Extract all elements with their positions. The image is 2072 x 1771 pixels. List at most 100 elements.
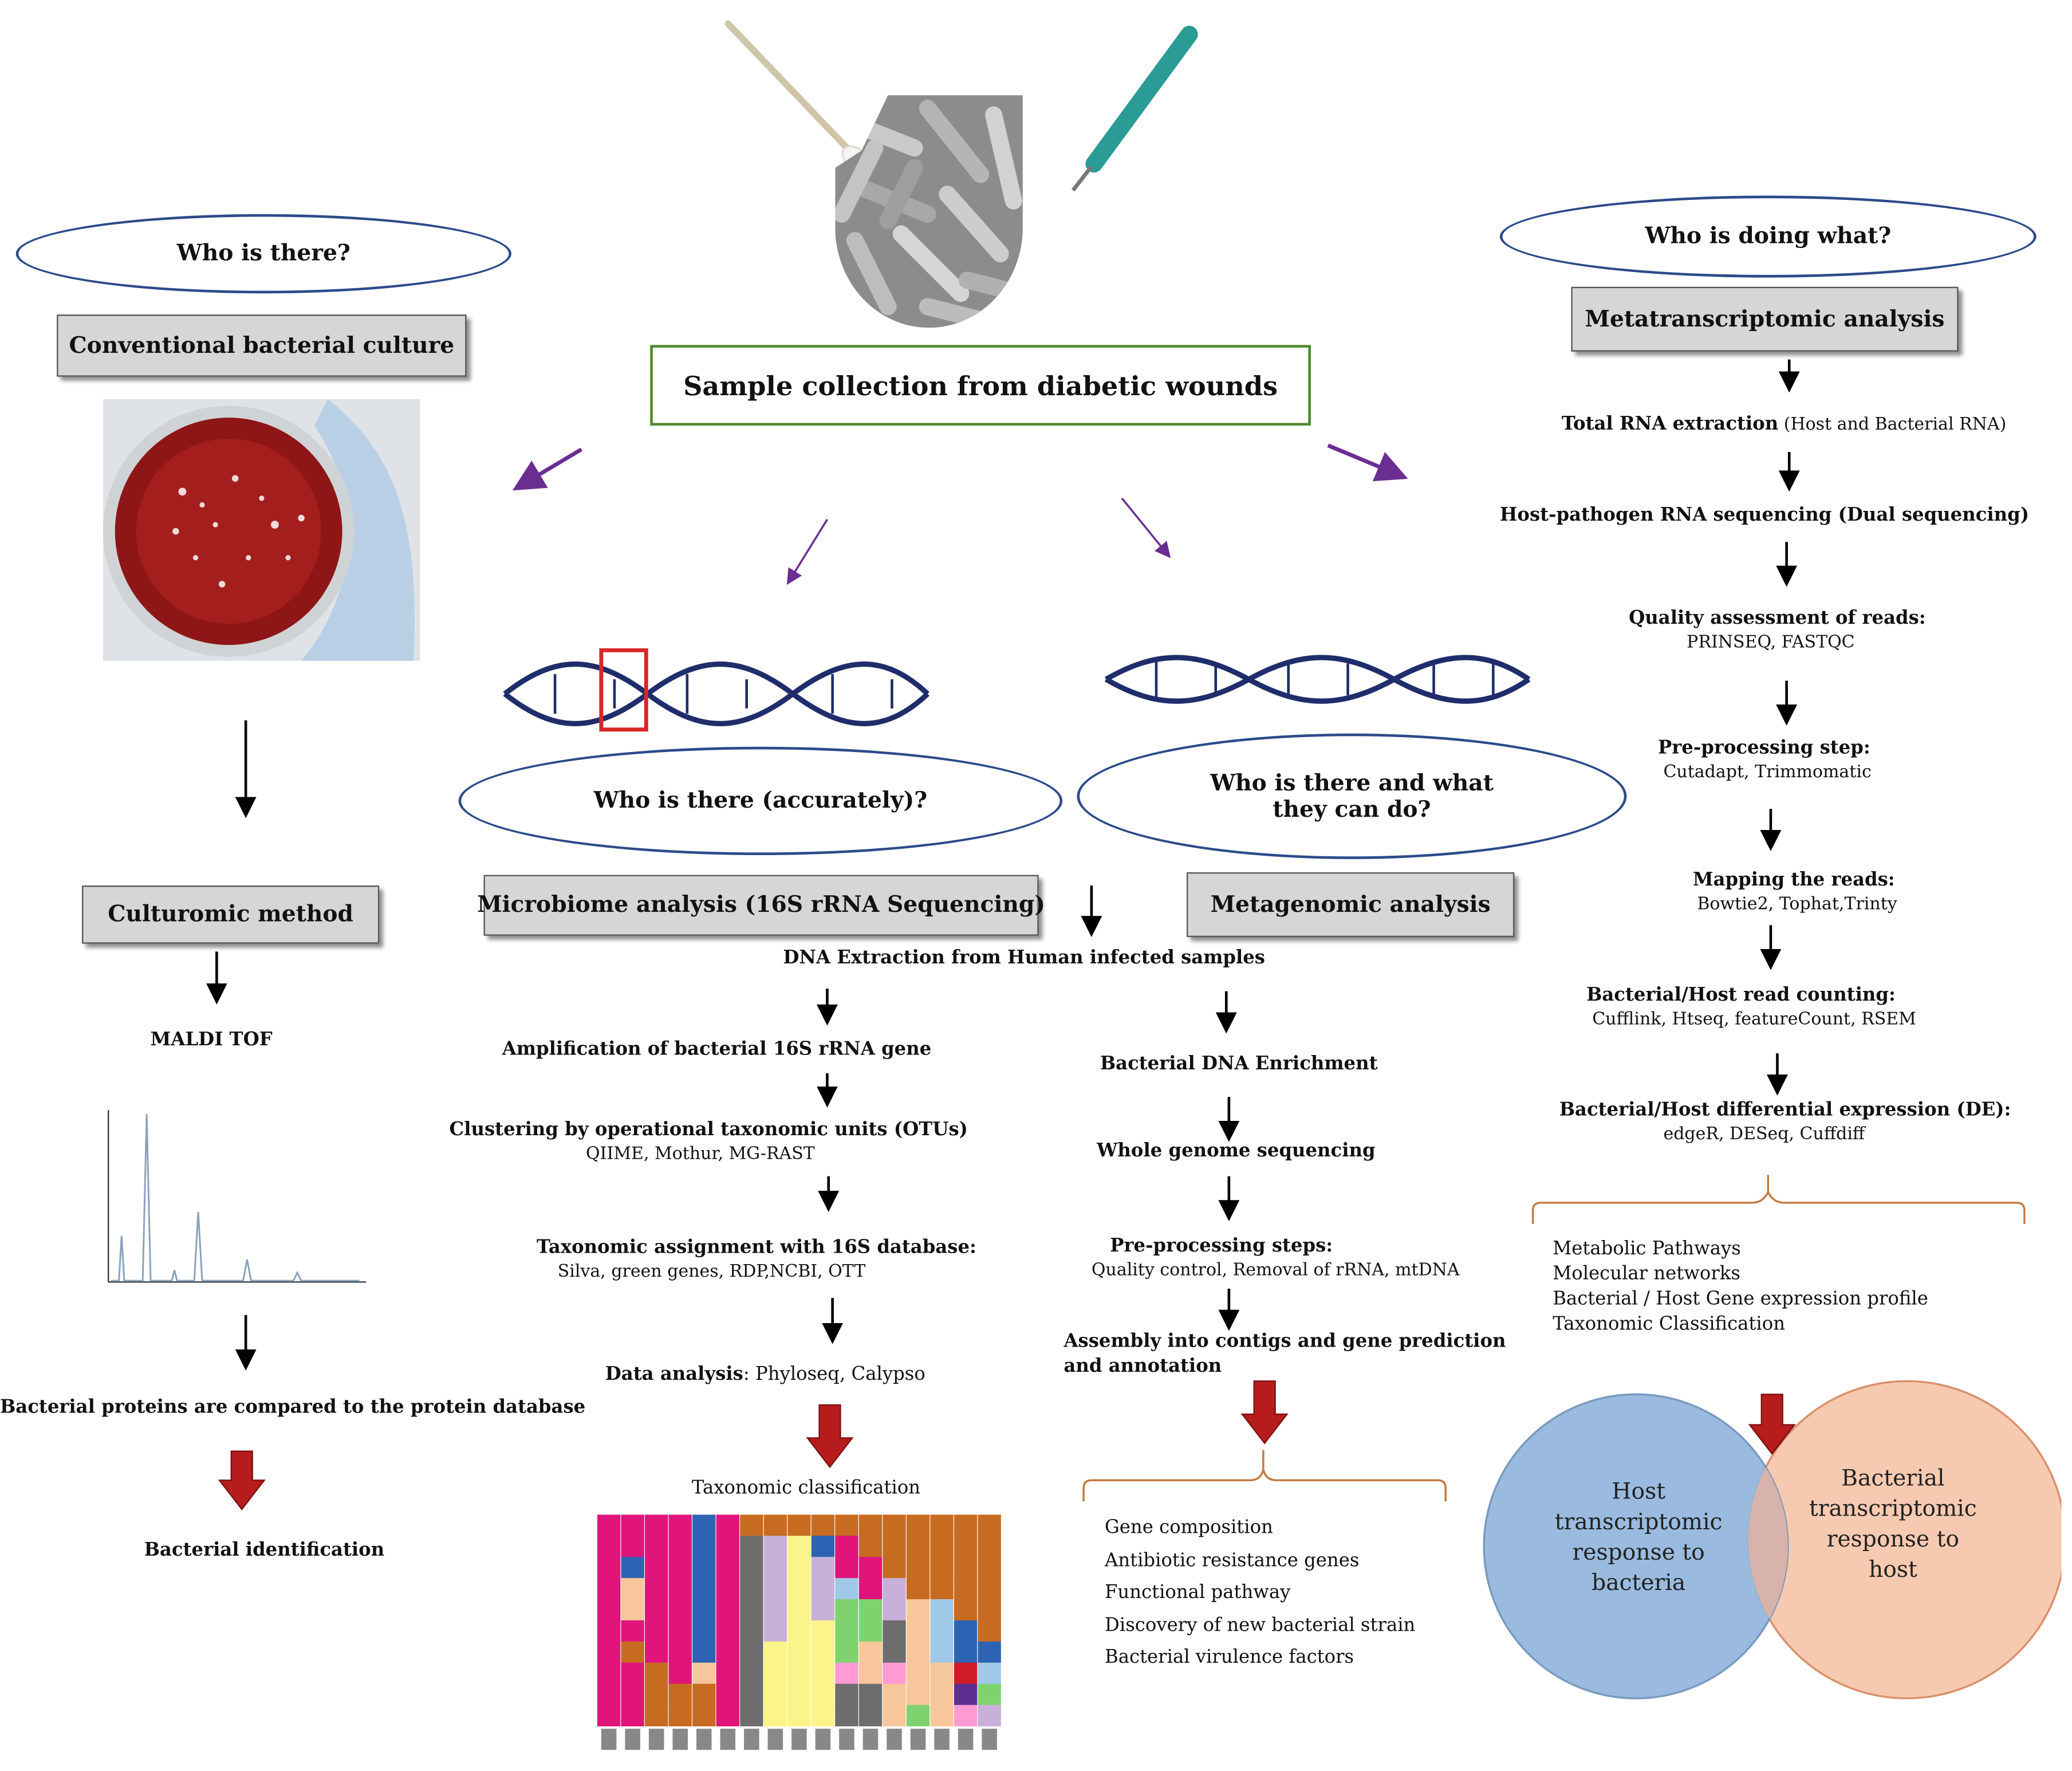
tax-bar-segment bbox=[692, 1641, 716, 1663]
tax-bar-segment bbox=[978, 1514, 1001, 1536]
tax-bar-segment bbox=[954, 1536, 978, 1557]
preprocessing-steps-tools: Quality control, Removal of rRNA, mtDNA bbox=[1091, 1261, 1460, 1281]
tax-bar-segment bbox=[668, 1536, 692, 1557]
tax-bar-segment bbox=[692, 1705, 716, 1727]
tax-bar-segment bbox=[883, 1536, 906, 1557]
venn-bacterial-label: Bacterial transcriptomic response to hos… bbox=[1809, 1466, 1977, 1583]
tax-bar-segment bbox=[597, 1557, 621, 1579]
tax-bar-segment bbox=[692, 1514, 716, 1536]
curette-icon bbox=[1071, 25, 1198, 192]
dna-helix-16s bbox=[503, 648, 929, 732]
metatranscriptomic-output-item: Bacterial / Host Gene expression profile bbox=[1553, 1288, 1928, 1310]
tax-bar-segment bbox=[883, 1599, 906, 1621]
tax-bar-segment bbox=[811, 1620, 835, 1642]
dual-sequencing-step: Host-pathogen RNA sequencing (Dual seque… bbox=[1499, 505, 2030, 526]
tax-bar-segment bbox=[645, 1662, 668, 1685]
question-who-is-there-label: Who is there? bbox=[176, 240, 350, 267]
metagenomic-label: Metagenomic analysis bbox=[1210, 891, 1491, 918]
tax-bar-segment bbox=[835, 1620, 858, 1642]
metatranscriptomic-output-item: Metabolic Pathways bbox=[1553, 1238, 1741, 1260]
metatranscriptomic-output-item: Taxonomic Classification bbox=[1553, 1313, 1786, 1335]
tax-bar-segment bbox=[597, 1620, 621, 1642]
read-counting-tools: Cufflink, Htseq, featureCount, RSEM bbox=[1592, 1009, 1916, 1030]
venn-host-label: Host transcriptomic response to bacteria bbox=[1554, 1479, 1723, 1597]
tax-bar-segment bbox=[621, 1536, 644, 1557]
tax-bar-sample-label bbox=[648, 1729, 664, 1750]
venn-diagram bbox=[1483, 1380, 2062, 1699]
tax-bar-segment bbox=[597, 1536, 621, 1557]
tax-bar-segment bbox=[692, 1683, 716, 1706]
dna-extraction-text: DNA Extraction from Human infected sampl… bbox=[783, 947, 1266, 969]
tax-bar-segment bbox=[954, 1705, 978, 1727]
tax-bar-segment bbox=[763, 1578, 787, 1600]
tax-bar-segment bbox=[763, 1620, 787, 1642]
metagenomic-output-item: Bacterial virulence factors bbox=[1104, 1647, 1354, 1668]
data-analysis-tools: : Phyloseq, Calypso bbox=[743, 1364, 925, 1386]
de-step-title: Bacterial/Host differential expression (… bbox=[1559, 1099, 2011, 1121]
tax-bar-segment bbox=[621, 1599, 644, 1621]
tax-bar-segment bbox=[978, 1536, 1001, 1557]
question-accurately-label: Who is there (accurately)? bbox=[593, 788, 928, 814]
tax-bar-segment bbox=[716, 1578, 739, 1600]
tax-bar-segment bbox=[930, 1578, 954, 1600]
tax-bar-segment bbox=[978, 1662, 1001, 1685]
tax-bar-segment bbox=[740, 1705, 763, 1727]
tax-bar-segment bbox=[787, 1620, 811, 1642]
metatranscriptomic-label: Metatranscriptomic analysis bbox=[1585, 306, 1945, 333]
purple-arrows bbox=[512, 443, 1408, 491]
conventional-culture-box: Conventional bacterial culture bbox=[57, 314, 467, 377]
tax-bar-segment bbox=[763, 1557, 787, 1579]
tax-bar-segment bbox=[763, 1536, 787, 1557]
clustering-step-tools: QIIME, Mothur, MG-RAST bbox=[586, 1144, 815, 1164]
tax-bar-segment bbox=[716, 1536, 739, 1557]
tax-bar-segment bbox=[906, 1578, 930, 1600]
tax-bar-segment bbox=[787, 1557, 811, 1579]
tax-bar-segment bbox=[954, 1683, 978, 1706]
tax-bar-segment bbox=[621, 1683, 644, 1706]
tax-bar-segment bbox=[978, 1578, 1001, 1600]
tax-bar-segment bbox=[621, 1641, 644, 1663]
tax-bar-segment bbox=[597, 1662, 621, 1685]
tax-bar-sample-label bbox=[934, 1729, 950, 1750]
question-what-they-can-do-label: Who is there and what they can do? bbox=[1210, 770, 1494, 823]
tax-bar-segment bbox=[645, 1557, 668, 1579]
16s-region-highlight bbox=[599, 648, 648, 732]
tax-bar-segment bbox=[835, 1683, 858, 1706]
tax-bar-segment bbox=[883, 1705, 906, 1727]
bacteria-micrograph bbox=[835, 95, 1023, 328]
tax-bar-segment bbox=[906, 1662, 930, 1685]
tax-bar-segment bbox=[811, 1578, 835, 1600]
tax-bar-segment bbox=[716, 1599, 739, 1621]
tax-bar-segment bbox=[621, 1578, 644, 1600]
tax-bar-segment bbox=[787, 1536, 811, 1557]
wgs-step: Whole genome sequencing bbox=[1097, 1140, 1376, 1162]
tax-bar-segment bbox=[692, 1536, 716, 1557]
tax-bar-segment bbox=[692, 1662, 716, 1685]
protein-compare-text: Bacterial proteins are compared to the p… bbox=[0, 1397, 586, 1418]
dna-enrichment-step: Bacterial DNA Enrichment bbox=[1100, 1053, 1378, 1075]
tax-bar-segment bbox=[716, 1514, 739, 1536]
tax-bar-segment bbox=[978, 1705, 1001, 1727]
taxonomic-bar-chart bbox=[597, 1514, 1001, 1750]
tax-bar-segment bbox=[740, 1662, 763, 1685]
maldi-tof-label: MALDI TOF bbox=[150, 1029, 273, 1051]
tax-bar-segment bbox=[906, 1536, 930, 1557]
black-arrows bbox=[206, 359, 1800, 1371]
read-counting-title: Bacterial/Host read counting: bbox=[1586, 985, 1896, 1006]
sample-collection-label: Sample collection from diabetic wounds bbox=[683, 369, 1278, 402]
metatranscriptomic-box: Metatranscriptomic analysis bbox=[1571, 286, 1959, 352]
tax-bar-sample-label bbox=[625, 1729, 640, 1750]
culturomic-box: Culturomic method bbox=[82, 886, 380, 944]
maldi-spectrum-chart bbox=[108, 1110, 367, 1283]
tax-bar-segment bbox=[930, 1536, 954, 1557]
tax-bar-segment bbox=[621, 1514, 644, 1536]
tax-bar-sample-label bbox=[720, 1729, 736, 1750]
tax-bar-segment bbox=[835, 1514, 858, 1536]
tax-bar-segment bbox=[621, 1620, 644, 1642]
tax-bar-segment bbox=[858, 1641, 883, 1663]
tax-bar-segment bbox=[740, 1536, 763, 1557]
metagenomic-output-item: Antibiotic resistance genes bbox=[1104, 1549, 1360, 1571]
question-what-they-can-do: Who is there and what they can do? bbox=[1077, 733, 1627, 859]
tax-bar-segment bbox=[835, 1536, 858, 1557]
